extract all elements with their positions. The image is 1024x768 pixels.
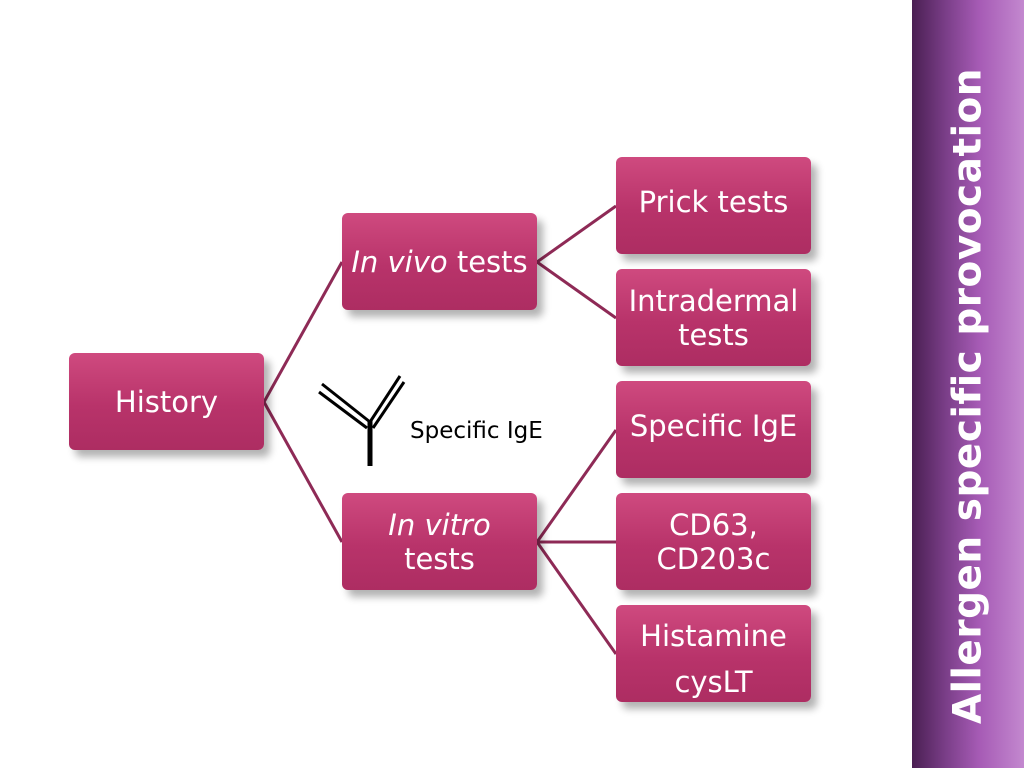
node-history-label: History [114, 384, 219, 419]
connector-history-invivo [262, 261, 344, 403]
node-in-vivo-tests: In vivo tests [342, 213, 537, 310]
antibody-y-icon [318, 375, 406, 466]
node-intradermal-line1: Intradermal [628, 283, 799, 318]
node-prick-tests: Prick tests [616, 157, 811, 254]
connector-invivo-intradermal [536, 260, 617, 320]
title-sidebar [912, 0, 1024, 768]
node-in-vitro-rest: tests [404, 541, 475, 576]
node-cd63-cd203c: CD63, CD203c [616, 493, 811, 590]
connector-invitro-histamine [535, 541, 618, 655]
node-in-vivo-italic: In vivo [351, 244, 448, 279]
node-histamine-cyslt: Histamine cysLT [616, 605, 811, 702]
node-intradermal-tests: Intradermal tests [616, 269, 811, 366]
node-specific-ige: Specific IgE [616, 381, 811, 478]
node-in-vitro-italic: In vitro [388, 507, 491, 542]
connector-invivo-prick [536, 204, 617, 264]
node-prick-label: Prick tests [638, 185, 789, 219]
node-in-vivo-rest: tests [447, 244, 528, 279]
node-histamine-line1: Histamine [640, 619, 787, 653]
slide-title: Allergen specific provocation [945, 67, 991, 725]
node-in-vivo-label: In vivo tests [351, 245, 527, 279]
connector-history-invitro [262, 401, 344, 543]
node-histamine-line2: cysLT [674, 665, 753, 699]
node-in-vitro-tests: In vitro tests [342, 493, 537, 590]
annotation-specific-ige: Specific IgE [410, 418, 543, 444]
node-history: History [69, 353, 264, 450]
node-intradermal-line2: tests [678, 317, 749, 352]
connector-invitro-specific-ige [535, 429, 618, 543]
node-specific-ige-label: Specific IgE [629, 409, 798, 443]
node-cd63-line1: CD63, [669, 507, 758, 542]
node-cd63-line2: CD203c [656, 541, 771, 576]
